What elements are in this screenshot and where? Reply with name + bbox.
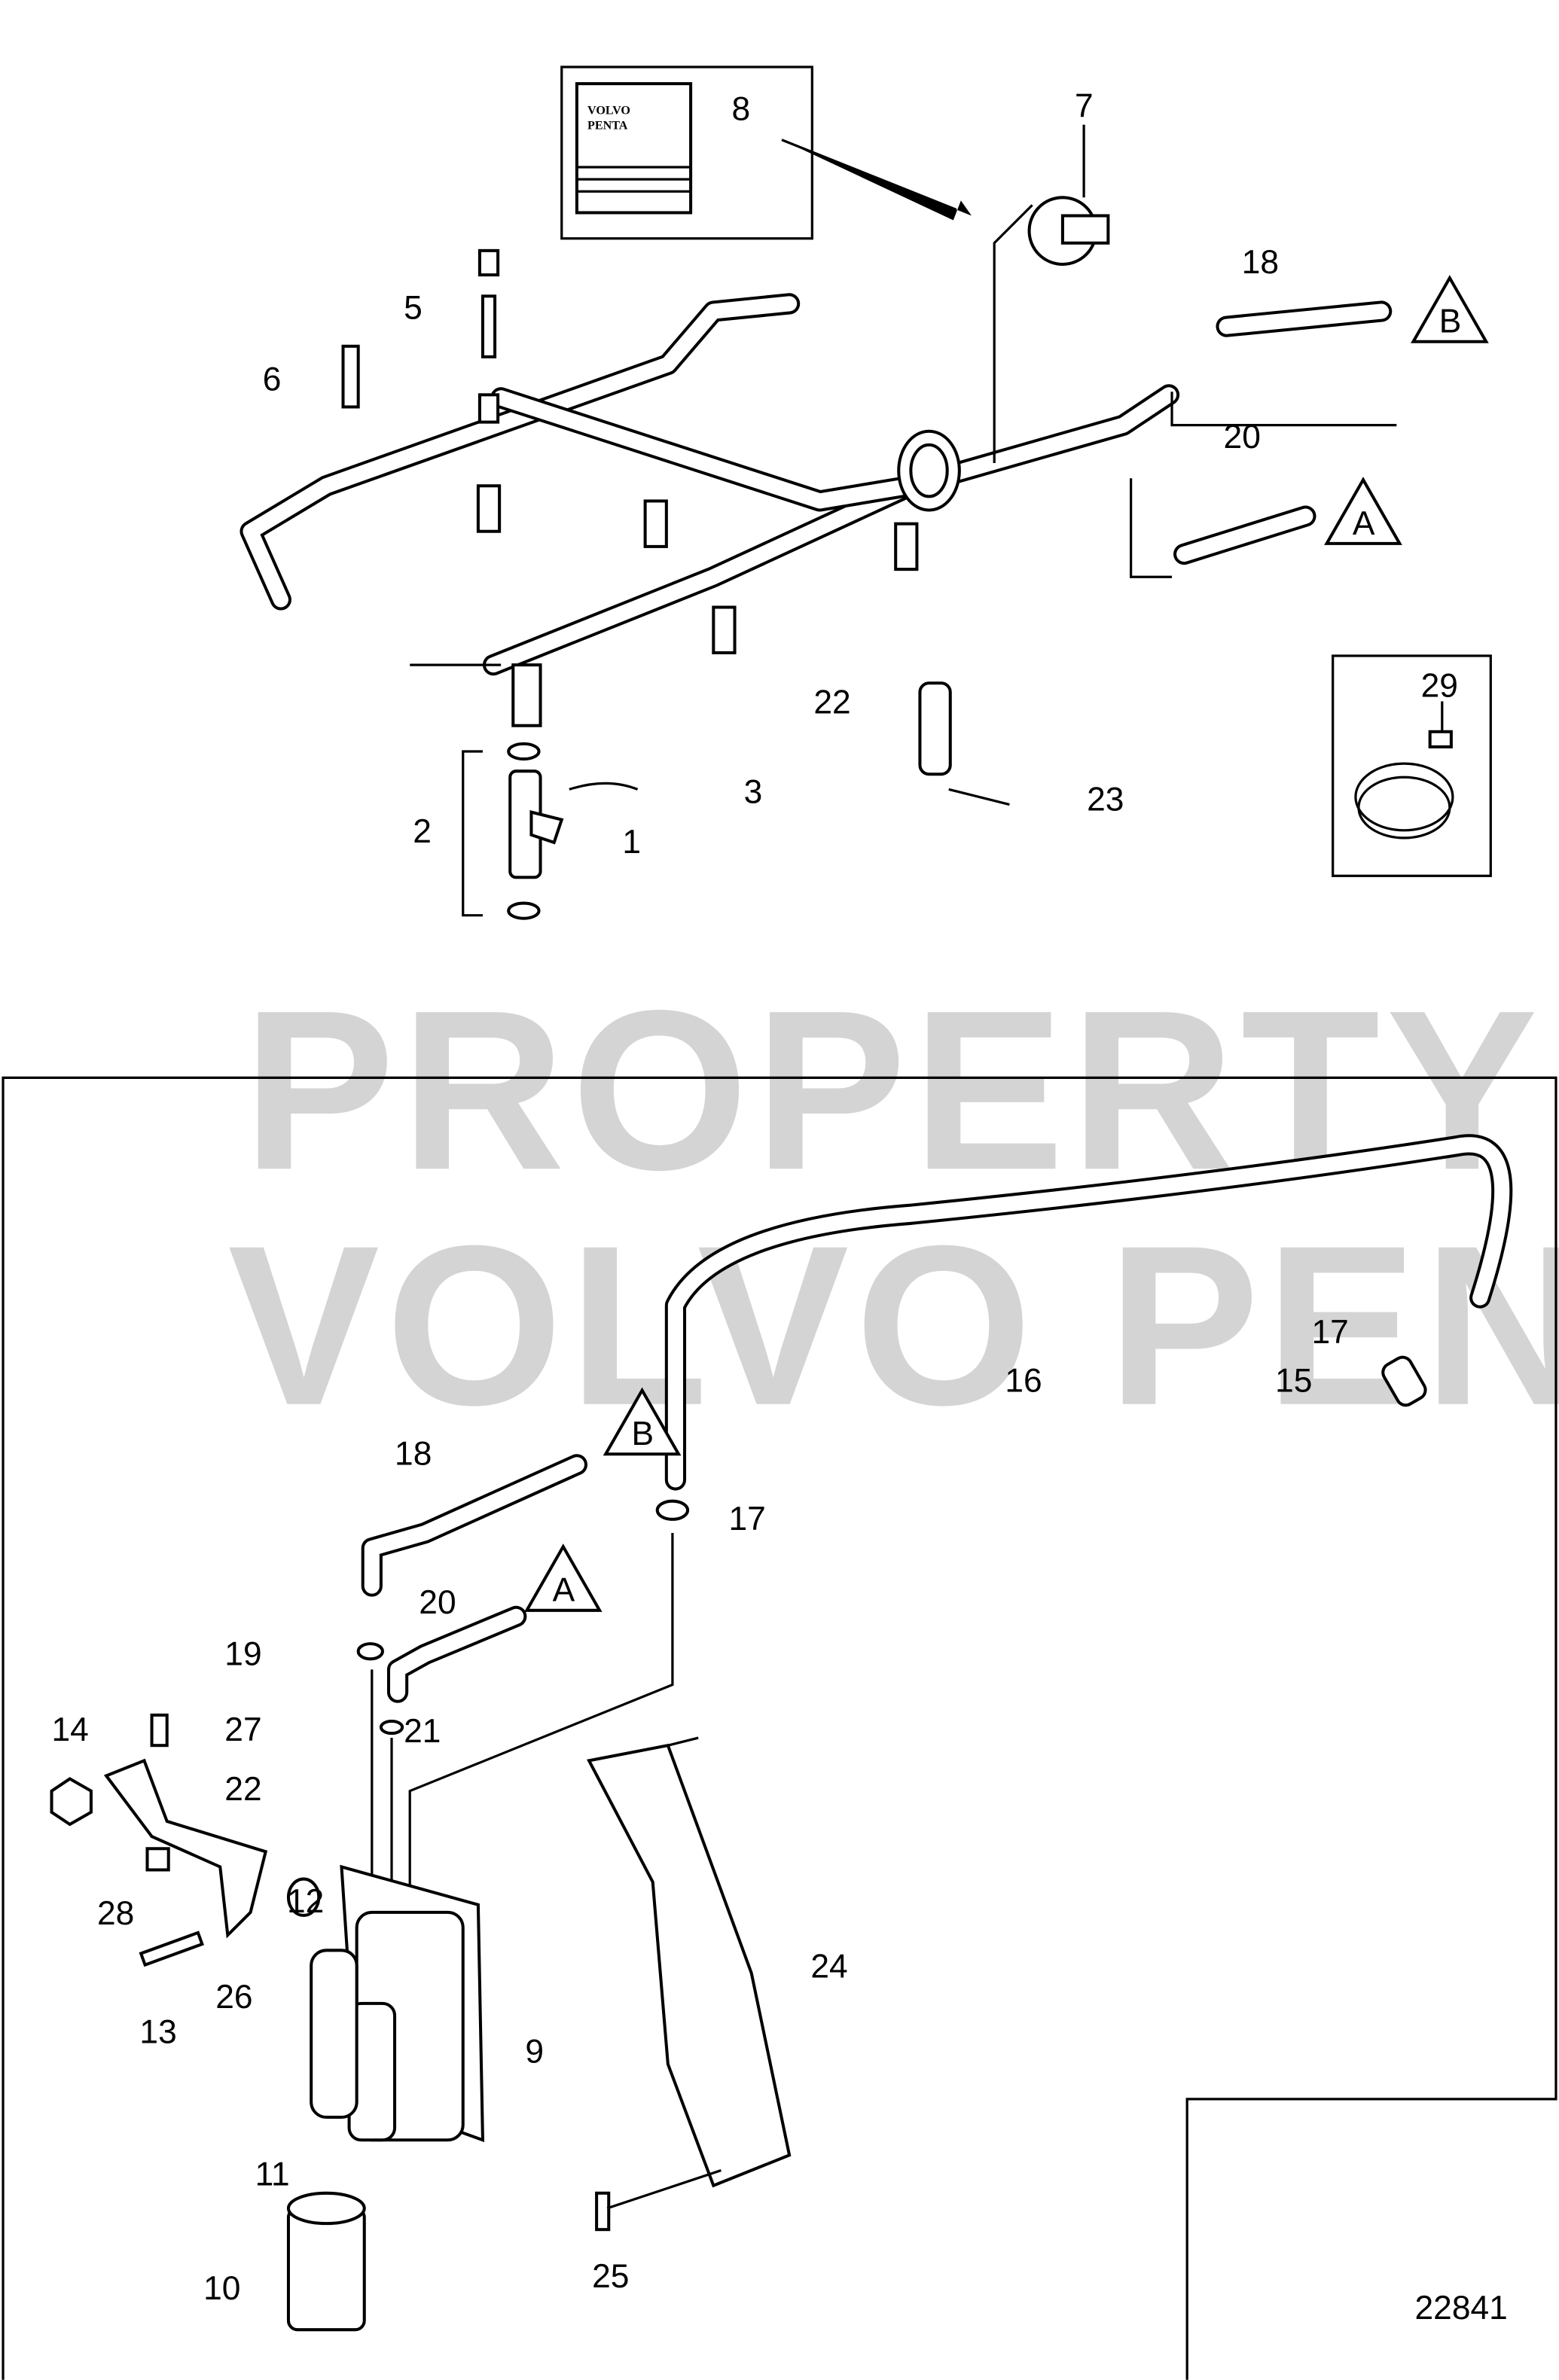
callout-27: 27 — [224, 1711, 261, 1748]
callout-10: 10 — [203, 2270, 240, 2307]
callout-24: 24 — [810, 1949, 847, 1985]
callout-21: 21 — [404, 1713, 441, 1750]
callout-7: 7 — [1075, 87, 1094, 124]
callout-20: 20 — [419, 1584, 456, 1621]
callout-23: 23 — [1087, 782, 1124, 818]
watermark-line-2: VOLVO PENTA — [227, 1199, 1559, 1453]
callout-17: 17 — [728, 1501, 765, 1537]
callout-26: 26 — [215, 1979, 252, 2016]
lower-assembly — [50, 1134, 1513, 2332]
callout-1: 1 — [622, 824, 641, 861]
figure-number: 22841 — [1415, 2290, 1508, 2327]
regulator — [993, 124, 1110, 464]
callout-3: 3 — [744, 774, 763, 811]
injector — [462, 742, 639, 920]
callout-18: 18 — [395, 1435, 432, 1472]
callout-22: 22 — [224, 1771, 261, 1808]
callout-6: 6 — [263, 361, 282, 398]
hose-clamp-icon — [1354, 762, 1454, 832]
callout-9: 9 — [525, 2033, 544, 2070]
callout-B: B — [1439, 303, 1462, 340]
callout-13: 13 — [139, 2013, 176, 2050]
callout-12: 12 — [287, 1883, 324, 1920]
callout-19: 19 — [224, 1635, 261, 1672]
watermark: PROPERTY OF VOLVO PENTA — [227, 963, 1559, 1452]
reference-triangle — [1411, 275, 1489, 343]
callout-18: 18 — [1242, 244, 1279, 281]
reference-triangle — [523, 1543, 603, 1612]
fuel-rail — [239, 293, 1180, 727]
manual-box: VOLVO PENTA — [560, 66, 972, 240]
clamp-box — [1332, 654, 1492, 877]
callout-A: A — [553, 1572, 575, 1609]
small-parts — [341, 248, 1397, 806]
callout-16: 16 — [1005, 1363, 1042, 1400]
callout-A: A — [1353, 505, 1375, 542]
reference-triangle — [603, 1387, 682, 1456]
callout-15: 15 — [1275, 1363, 1312, 1400]
watermark-line-1: PROPERTY OF — [243, 963, 1559, 1217]
callout-2: 2 — [413, 813, 432, 850]
bracket-24 — [586, 1743, 792, 2188]
logo-text: VOLVO — [587, 104, 630, 117]
callout-20: 20 — [1224, 419, 1261, 456]
callout-28: 28 — [97, 1895, 134, 1932]
callout-14: 14 — [52, 1711, 89, 1748]
callout-25: 25 — [592, 2258, 629, 2295]
callout-11: 11 — [255, 2156, 290, 2193]
manual-book-icon — [575, 82, 693, 215]
callout-22: 22 — [813, 684, 850, 721]
callout-17: 17 — [1311, 1314, 1348, 1351]
reference-triangle — [1324, 477, 1402, 545]
callout-B: B — [631, 1416, 654, 1452]
callout-29: 29 — [1421, 667, 1458, 704]
lower-section-frame — [2, 1076, 1557, 2380]
logo-text: PENTA — [587, 120, 628, 133]
callout-5: 5 — [404, 290, 423, 327]
callout-8: 8 — [732, 91, 751, 128]
